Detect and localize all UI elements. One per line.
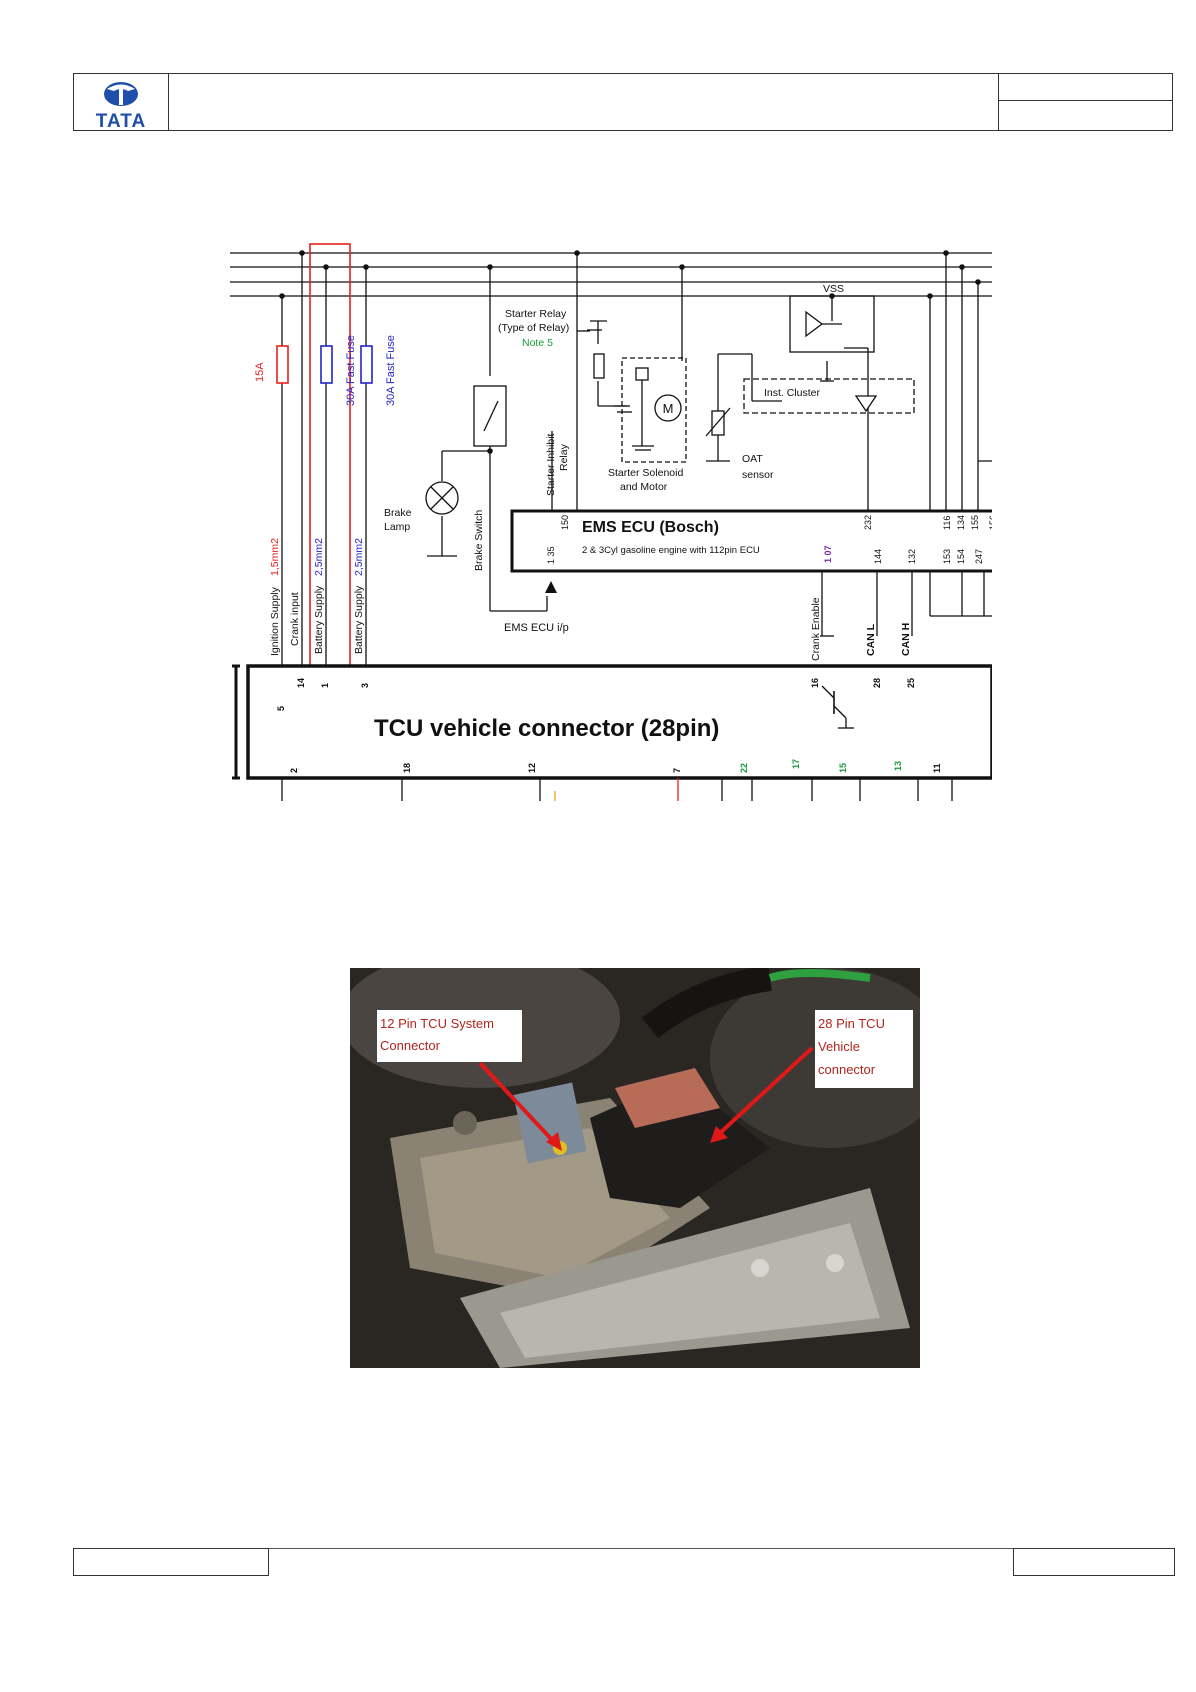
svg-text:18: 18 <box>402 763 412 773</box>
can-h-label: CAN H <box>900 623 912 656</box>
svg-text:22: 22 <box>739 763 749 773</box>
vss-label: VSS <box>823 283 844 295</box>
starter-relay-label: Starter Relay <box>505 308 567 320</box>
svg-text:116: 116 <box>942 516 952 530</box>
wiring-diagram: M 15A 30A Fast Fuse 30A Fast <box>230 243 992 801</box>
starter-solenoid-box <box>621 357 687 463</box>
svg-text:144: 144 <box>873 549 883 564</box>
tcu-title: TCU vehicle connector (28pin) <box>374 715 719 742</box>
type-of-relay-label: (Type of Relay) <box>498 322 569 334</box>
fuse-30a-1-label: 30A Fast Fuse <box>345 335 357 406</box>
oat-label: OAT <box>742 453 763 465</box>
logo-cell: TATA <box>74 74 169 132</box>
svg-text:28: 28 <box>872 678 882 688</box>
battery-supply-1-label: Battery Supply <box>313 585 325 654</box>
svg-text:3: 3 <box>360 683 370 688</box>
svg-text:150: 150 <box>560 515 570 530</box>
size-15-label: 1,5mm2 <box>269 538 281 576</box>
callout-12pin-box <box>377 1010 522 1062</box>
vss-box <box>789 295 875 353</box>
ems-ecu-box <box>510 509 992 573</box>
svg-text:12: 12 <box>527 763 537 773</box>
svg-text:2: 2 <box>289 768 299 773</box>
header-right-cell <box>998 74 1172 130</box>
callout-28pin-box <box>815 1010 913 1088</box>
svg-text:7: 7 <box>672 768 682 773</box>
tcu-connector-box <box>246 664 992 780</box>
logo-text: TATA <box>95 111 147 132</box>
motor-icon <box>654 394 682 422</box>
lamp-label: Lamp <box>384 521 410 533</box>
oat-sensor-icon <box>711 410 725 436</box>
header-table: TATA <box>73 73 1173 132</box>
ems-ecu-title: EMS ECU (Bosch) <box>582 519 719 536</box>
relay-label: Relay <box>558 443 570 471</box>
fuse-30a-1 <box>320 345 333 384</box>
fuse-15a <box>276 345 289 384</box>
svg-text:25: 25 <box>906 678 916 688</box>
footer-right-cell <box>1013 1548 1175 1576</box>
svg-text:247: 247 <box>974 549 984 564</box>
and-motor-label: and Motor <box>620 481 668 493</box>
svg-text:11: 11 <box>932 763 942 773</box>
crank-enable-label: Crank Enable <box>810 597 822 661</box>
brake-switch <box>473 385 507 447</box>
svg-text:134: 134 <box>956 515 966 530</box>
note5-label: Note 5 <box>522 337 553 349</box>
svg-text:153: 153 <box>942 549 952 564</box>
svg-text:16: 16 <box>810 678 820 688</box>
sensor-label: sensor <box>742 469 774 481</box>
footer-rule <box>269 1548 1013 1549</box>
ems-ecu-subtitle: 2 & 3Cyl gasoline engine with 112pin ECU <box>582 545 760 556</box>
fuse-15a-label: 15A <box>254 362 266 382</box>
svg-text:17: 17 <box>791 759 801 769</box>
svg-text:156: 156 <box>988 515 992 530</box>
svg-text:1 35: 1 35 <box>546 546 556 564</box>
footer-left-cell <box>73 1548 269 1576</box>
callout-28pin-line2: Vehicle <box>818 1039 860 1054</box>
svg-text:14: 14 <box>296 678 306 688</box>
tcu-connector-photo: 12 Pin TCU System Connector 28 Pin TCU V… <box>350 968 920 1368</box>
svg-text:232: 232 <box>863 515 873 530</box>
fuse-30a-2-label: 30A Fast Fuse <box>385 335 397 406</box>
brake-label: Brake <box>384 507 412 519</box>
inst-cluster-box <box>743 378 915 414</box>
svg-text:13: 13 <box>893 761 903 771</box>
fuse-30a-2 <box>360 345 373 384</box>
svg-text:155: 155 <box>970 515 980 530</box>
can-l-label: CAN L <box>865 623 877 656</box>
arrow-12pin <box>478 1061 557 1145</box>
ignition-supply-label: Ignition Supply <box>269 586 281 656</box>
size-25a-label: 2,5mm2 <box>313 538 325 576</box>
brake-switch-label: Brake Switch <box>473 510 485 571</box>
callout-12pin-line2: Connector <box>380 1038 441 1053</box>
tata-logo-icon <box>104 82 138 106</box>
starter-solenoid-label: Starter Solenoid <box>608 467 683 479</box>
arrow-28pin <box>718 1046 814 1135</box>
svg-text:5: 5 <box>276 706 286 711</box>
svg-text:154: 154 <box>956 549 966 564</box>
svg-text:M: M <box>663 401 674 416</box>
inst-cluster-label: Inst. Cluster <box>764 387 821 399</box>
size-25b-label: 2,5mm2 <box>353 538 365 576</box>
callout-28pin-line1: 28 Pin TCU <box>818 1016 885 1031</box>
ems-ecu-ip-label: EMS ECU i/p <box>504 622 569 634</box>
crank-input-label: Crank input <box>289 592 301 646</box>
svg-text:15: 15 <box>838 763 848 773</box>
svg-text:1 07: 1 07 <box>823 545 833 563</box>
callout-28pin-line3: connector <box>818 1062 876 1077</box>
battery-supply-2-label: Battery Supply <box>353 585 365 654</box>
callout-12pin-line1: 12 Pin TCU System <box>380 1016 494 1031</box>
svg-text:132: 132 <box>907 549 917 564</box>
starter-inhibit-label: Starter Inhibit <box>545 433 557 496</box>
svg-text:1: 1 <box>320 683 330 688</box>
